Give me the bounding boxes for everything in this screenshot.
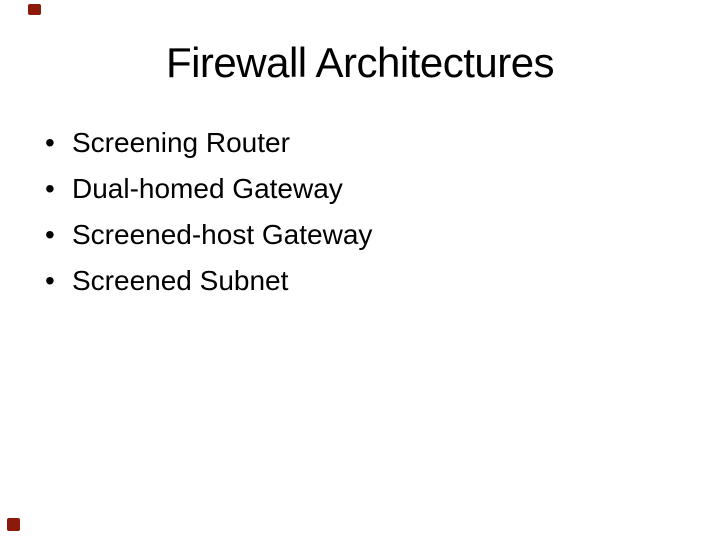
bullet-item: • Screened-host Gateway: [45, 212, 372, 258]
bullet-list: • Screening Router • Dual-homed Gateway …: [45, 120, 372, 304]
bullet-marker: •: [45, 127, 55, 158]
bullet-marker: •: [45, 173, 55, 204]
corner-mark-bottom-left: [7, 518, 20, 531]
bullet-text: Screened-host Gateway: [72, 219, 373, 250]
bullet-item: • Dual-homed Gateway: [45, 166, 372, 212]
corner-mark-top-left: [28, 4, 41, 15]
slide-title: Firewall Architectures: [165, 39, 555, 86]
bullet-text: Dual-homed Gateway: [72, 173, 343, 204]
bullet-marker: •: [45, 219, 55, 250]
bullet-text: Screening Router: [72, 127, 290, 158]
bullet-item: • Screening Router: [45, 120, 372, 166]
bullet-text: Screened Subnet: [72, 265, 289, 296]
bullet-marker: •: [45, 265, 55, 296]
bullet-item: • Screened Subnet: [45, 258, 372, 304]
